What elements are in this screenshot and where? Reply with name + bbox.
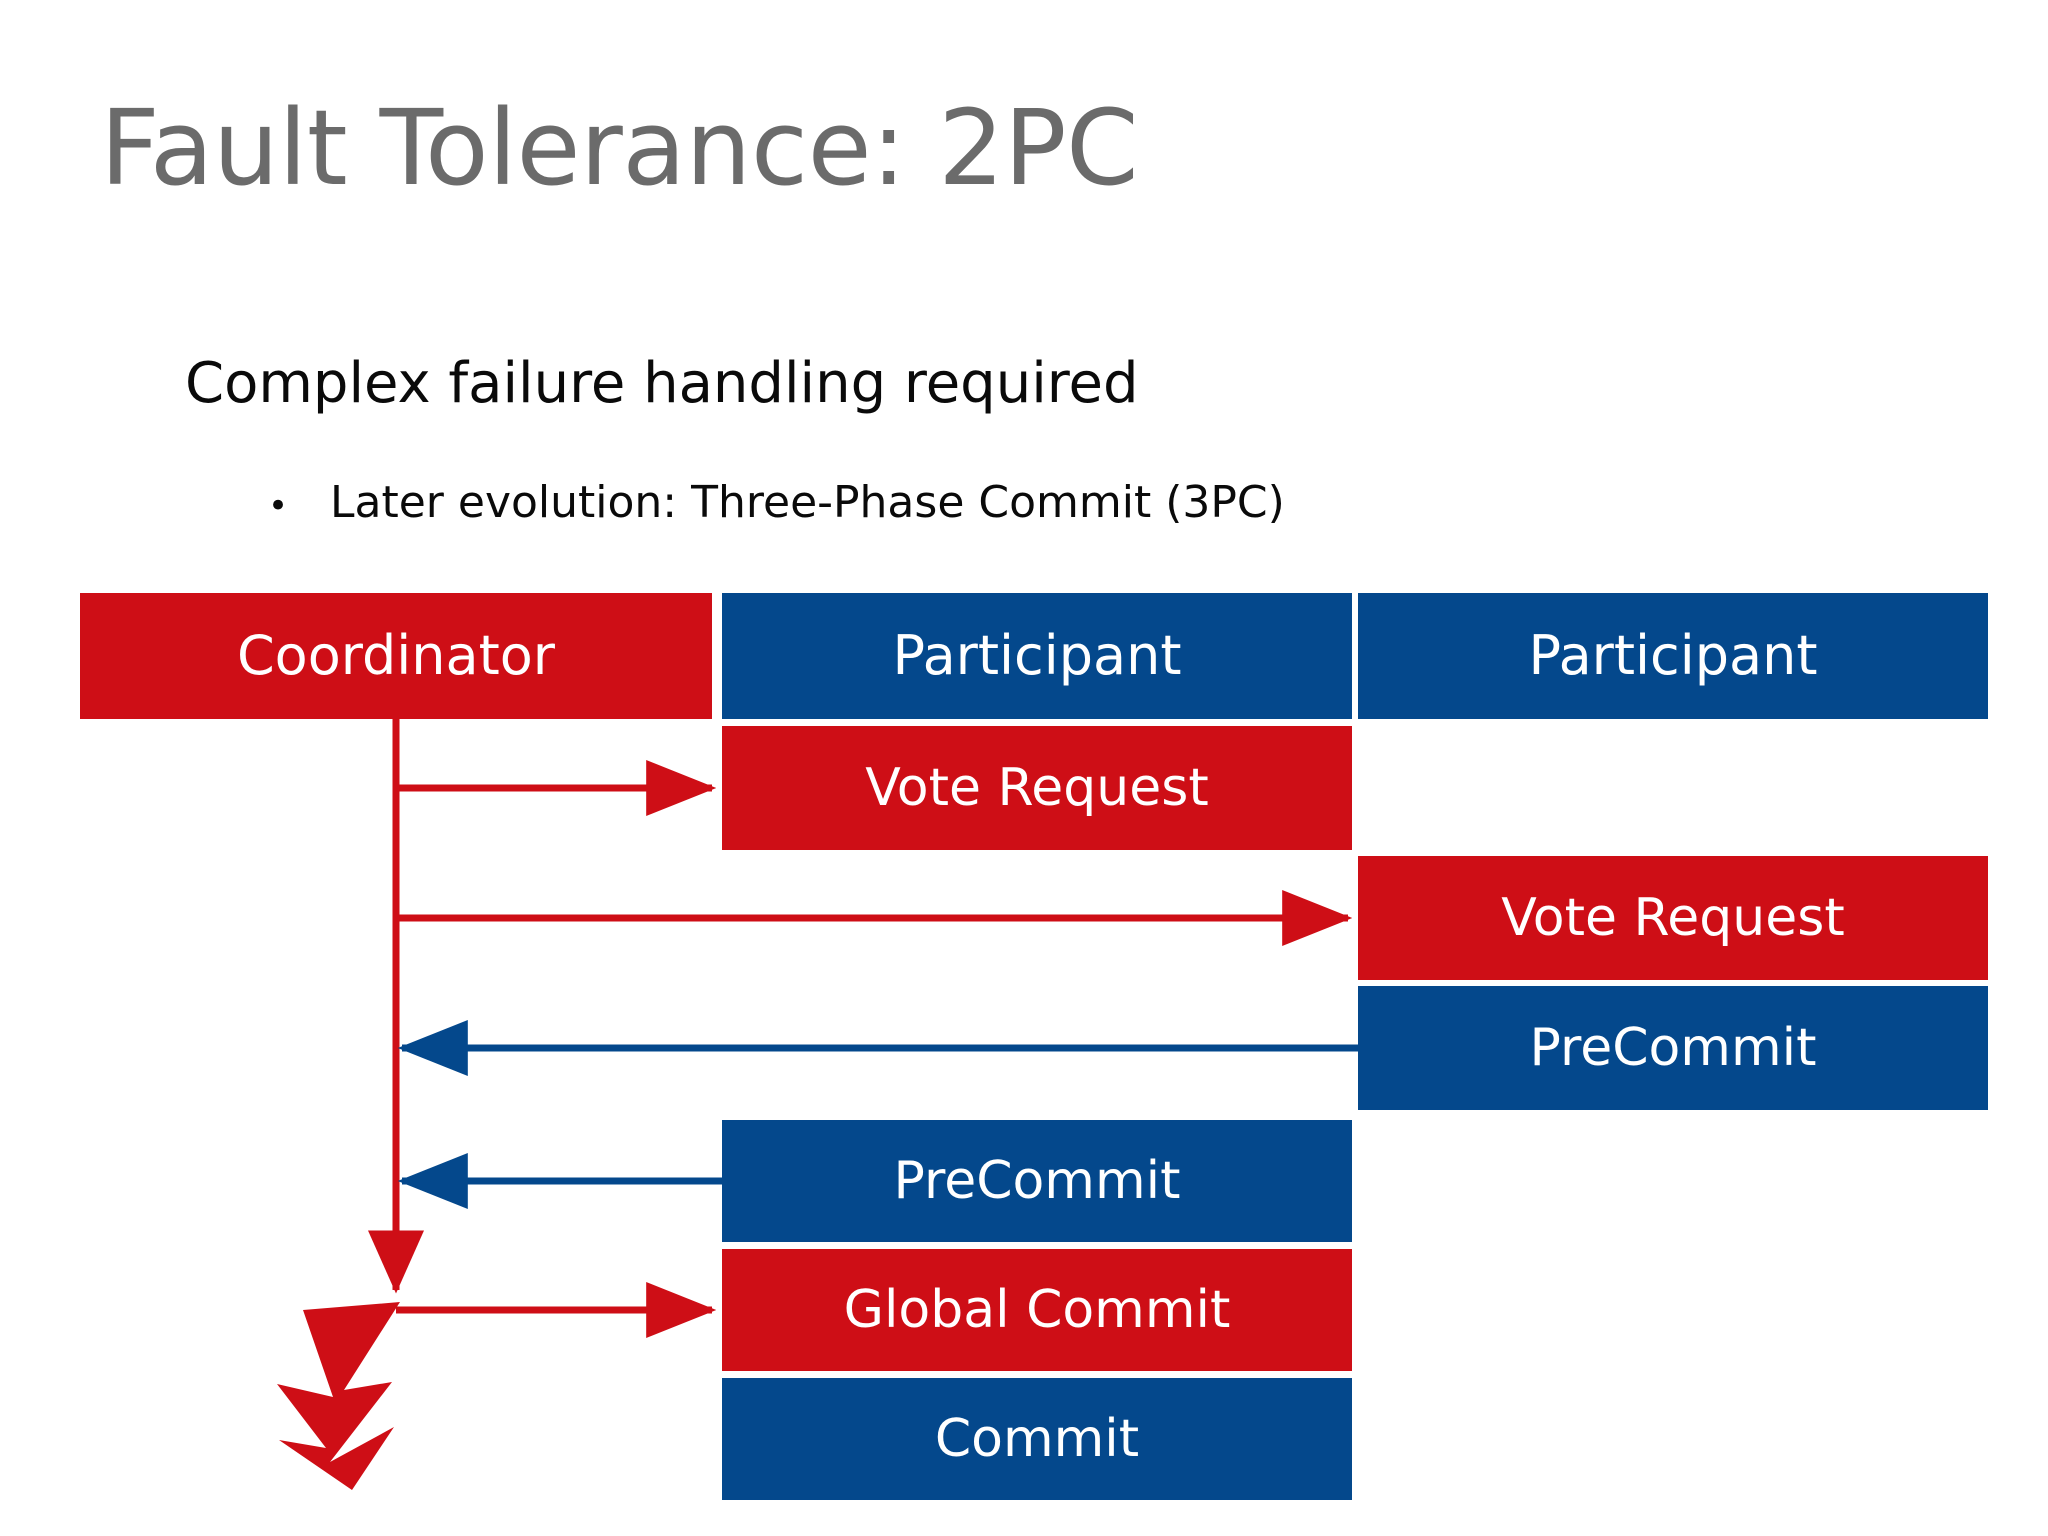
message-box-precommit-participant-2: PreCommit	[1358, 986, 1988, 1110]
column-header-participant-2: Participant	[1358, 593, 1988, 719]
column-header-participant-1: Participant	[722, 593, 1352, 719]
message-label-precommit-participant-1: PreCommit	[893, 1151, 1181, 1211]
message-label-vote-request-participant-1: Vote Request	[865, 758, 1209, 818]
column-header-participant-2-label: Participant	[1528, 624, 1818, 687]
message-box-commit-participant-1: Commit	[722, 1378, 1352, 1500]
message-label-vote-request-participant-2: Vote Request	[1501, 888, 1845, 948]
message-box-global-commit-participant-1: Global Commit	[722, 1249, 1352, 1371]
body-text-level-1: Complex failure handling required	[185, 351, 1139, 416]
page-title: Fault Tolerance: 2PC	[100, 87, 1139, 209]
body-text-level-2-label: Later evolution: Three-Phase Commit (3PC…	[330, 477, 1285, 528]
body-text-level-2: • Later evolution: Three-Phase Commit (3…	[268, 477, 1285, 529]
message-box-vote-request-participant-2: Vote Request	[1358, 856, 1988, 980]
column-header-participant-1-label: Participant	[892, 624, 1182, 687]
message-box-precommit-participant-1: PreCommit	[722, 1120, 1352, 1242]
crash-lightning-bolt-icon	[277, 1302, 400, 1490]
column-header-coordinator: Coordinator	[80, 593, 712, 719]
bullet-icon: •	[268, 486, 289, 526]
column-header-coordinator-label: Coordinator	[236, 624, 556, 687]
message-label-precommit-participant-2: PreCommit	[1529, 1018, 1817, 1078]
message-box-vote-request-participant-1: Vote Request	[722, 726, 1352, 850]
message-label-global-commit-participant-1: Global Commit	[843, 1280, 1231, 1340]
message-label-commit-participant-1: Commit	[934, 1409, 1140, 1469]
